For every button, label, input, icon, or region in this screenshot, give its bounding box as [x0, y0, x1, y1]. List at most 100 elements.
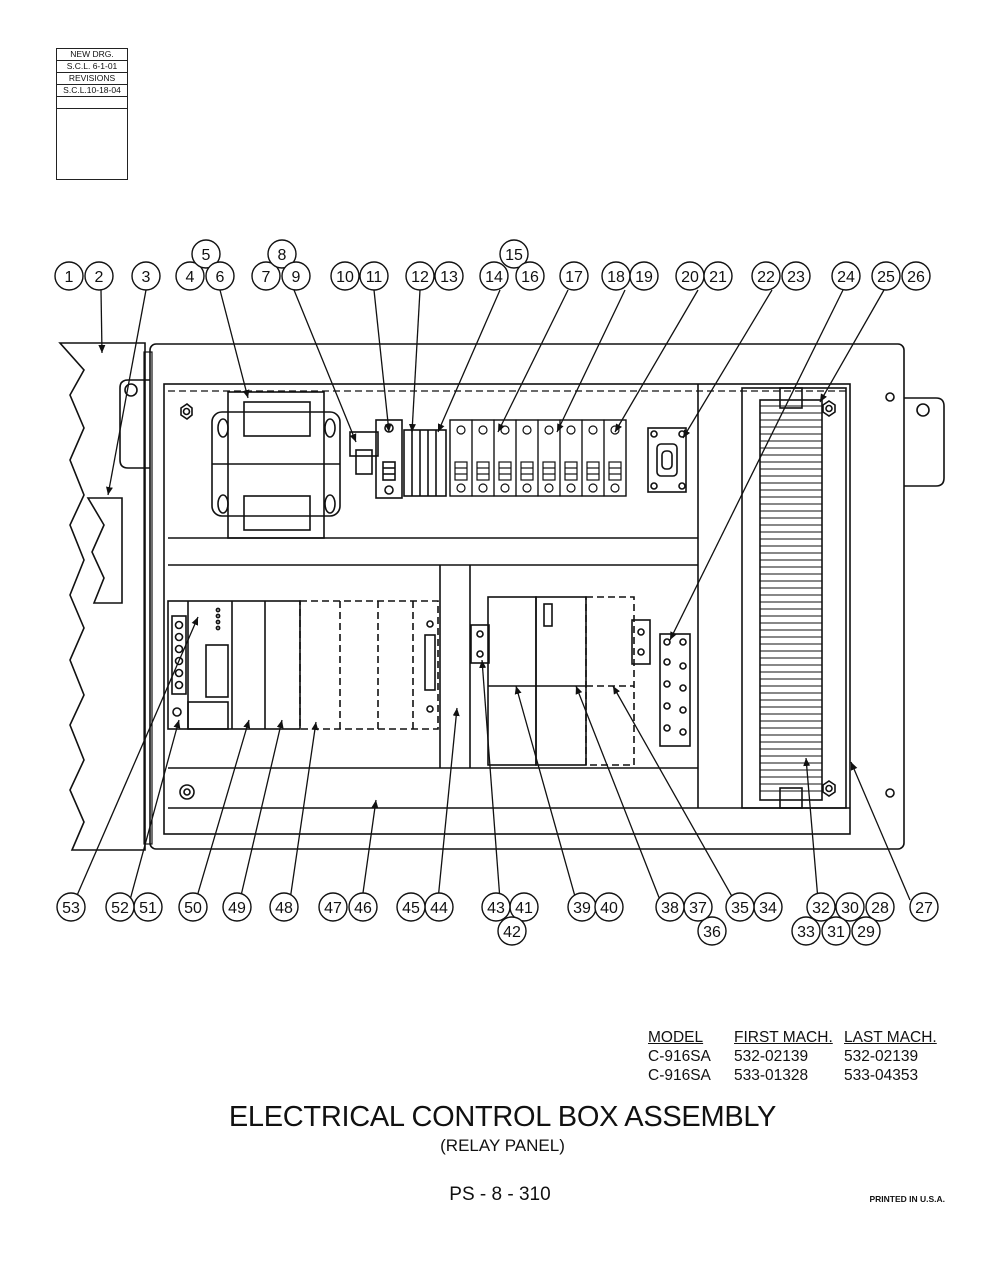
ground-bus-bar — [659, 633, 691, 747]
callout-number: 14 — [485, 269, 503, 286]
callout-number: 28 — [871, 900, 889, 917]
header-first-mach: FIRST MACH. — [734, 1029, 833, 1046]
callout-number: 44 — [430, 900, 448, 917]
door-panel — [58, 342, 146, 851]
callout-number: 41 — [515, 900, 533, 917]
callout-number: 13 — [440, 269, 458, 286]
revision-line: S.C.L. 6-1-01 — [57, 61, 127, 73]
callout-balloon: 8 — [267, 239, 297, 269]
callout-balloon: 36 — [697, 916, 727, 946]
callout-number: 51 — [139, 900, 157, 917]
callout-balloon: 44 — [424, 892, 454, 922]
mounting-nut — [822, 400, 836, 417]
callout-balloon: 26 — [901, 261, 931, 291]
callout-number: 18 — [607, 269, 625, 286]
fuse-terminal — [581, 419, 605, 497]
callout-number: 35 — [731, 900, 749, 917]
callout-number: 47 — [324, 900, 342, 917]
callout-number: 26 — [907, 269, 925, 286]
mounting-ear-right — [904, 397, 945, 487]
callout-number: 38 — [661, 900, 679, 917]
plc-end-connector — [424, 620, 436, 713]
ground-screw — [179, 784, 195, 800]
callout-balloon: 22 — [751, 261, 781, 291]
callout-balloon: 35 — [725, 892, 755, 922]
callout-number: 21 — [709, 269, 727, 286]
callout-balloon: 15 — [499, 239, 529, 269]
callout-balloon: 49 — [222, 892, 252, 922]
callout-number: 7 — [262, 269, 271, 286]
callout-number: 29 — [857, 924, 875, 941]
callout-number: 25 — [877, 269, 895, 286]
callout-number: 23 — [787, 269, 805, 286]
cell-model: C-916SA — [648, 1067, 711, 1084]
callout-number: 8 — [278, 247, 287, 264]
callout-balloon: 13 — [434, 261, 464, 291]
callout-number: 9 — [292, 269, 301, 286]
callout-number: 1 — [65, 269, 74, 286]
cell-first-mach: 533-01328 — [734, 1067, 809, 1084]
callout-number: 36 — [703, 924, 721, 941]
callout-number: 3 — [142, 269, 151, 286]
cell-model: C-916SA — [648, 1048, 711, 1065]
cell-last-mach: 533-04353 — [844, 1067, 919, 1084]
callout-balloon: 24 — [831, 261, 861, 291]
callout-number: 27 — [915, 900, 933, 917]
callout-balloon: 32 — [806, 892, 836, 922]
header-last-mach: LAST MACH. — [844, 1029, 937, 1046]
callout-balloon: 50 — [178, 892, 208, 922]
door-label-plate — [86, 497, 123, 604]
callout-balloon: 45 — [396, 892, 426, 922]
enclosure-outer — [149, 343, 905, 850]
wire-duct — [741, 387, 847, 809]
callout-balloon: 33 — [791, 916, 821, 946]
callout-balloon: 20 — [675, 261, 705, 291]
callout-number: 20 — [681, 269, 699, 286]
revision-block: NEW DRG. S.C.L. 6-1-01 REVISIONS S.C.L.1… — [56, 48, 128, 180]
callout-balloon: 17 — [559, 261, 589, 291]
callout-number: 34 — [759, 900, 777, 917]
callout-balloon: 34 — [753, 892, 783, 922]
callout-balloon: 29 — [851, 916, 881, 946]
callout-balloon: 4 — [175, 261, 205, 291]
callout-balloon: 10 — [330, 261, 360, 291]
plc-cpu — [167, 600, 301, 730]
revision-line: NEW DRG. — [57, 49, 127, 61]
model-table: MODEL FIRST MACH. LAST MACH. C-916SA 532… — [648, 1028, 948, 1085]
callout-balloon: 21 — [703, 261, 733, 291]
callout-number: 19 — [635, 269, 653, 286]
callout-number: 32 — [812, 900, 830, 917]
callout-number: 5 — [202, 247, 211, 264]
callout-number: 52 — [111, 900, 129, 917]
callout-number: 30 — [841, 900, 859, 917]
page-title: ELECTRICAL CONTROL BOX ASSEMBLY — [228, 1101, 777, 1133]
callout-number: 31 — [827, 924, 845, 941]
cell-first-mach: 532-02139 — [734, 1048, 809, 1065]
fuse-terminal — [449, 419, 473, 497]
callout-number: 6 — [216, 269, 225, 286]
callout-number: 42 — [503, 924, 521, 941]
callout-balloon: 38 — [655, 892, 685, 922]
page-subtitle: (RELAY PANEL) — [440, 1136, 565, 1155]
callout-number: 50 — [184, 900, 202, 917]
callout-balloon: 31 — [821, 916, 851, 946]
callout-number: 11 — [366, 269, 383, 286]
plc-expansion-modules — [299, 600, 439, 730]
callout-number: 43 — [487, 900, 505, 917]
callout-balloon: 3 — [131, 261, 161, 291]
mounting-nut — [822, 780, 836, 797]
callout-number: 53 — [62, 900, 80, 917]
callout-balloon: 5 — [191, 239, 221, 269]
fuse-terminal — [515, 419, 539, 497]
callout-number: 33 — [797, 924, 815, 941]
callout-number: 2 — [95, 269, 104, 286]
callout-balloon: 51 — [133, 892, 163, 922]
callout-number: 48 — [275, 900, 293, 917]
callout-balloon: 6 — [205, 261, 235, 291]
callout-balloon: 30 — [835, 892, 865, 922]
callout-balloon: 14 — [479, 261, 509, 291]
revision-line: REVISIONS — [57, 73, 127, 85]
callout-balloon: 52 — [105, 892, 135, 922]
callout-number: 24 — [837, 269, 855, 286]
